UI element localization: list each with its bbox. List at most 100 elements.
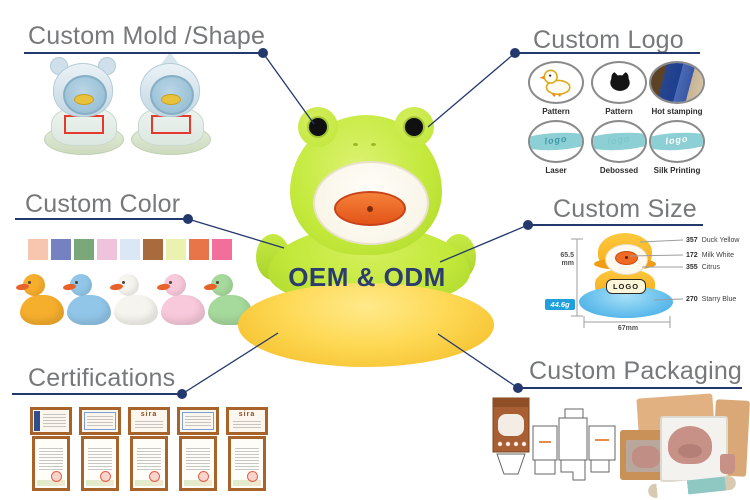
duck-body [114, 295, 158, 325]
cert-footer-band [37, 480, 65, 486]
band-logo-text: logo [543, 133, 568, 147]
cert-fine-print [43, 414, 66, 428]
certificate: sira [226, 407, 268, 491]
frog-pupil [405, 118, 423, 136]
certificate [79, 407, 121, 491]
mold-figure-shark-hood [131, 52, 211, 155]
duck-head [117, 274, 139, 296]
duck-body [67, 295, 111, 325]
duck-head [70, 274, 92, 296]
certificate-top [79, 407, 121, 435]
bill-nostril-dot [367, 206, 373, 212]
logo-option-pattern-duck: Pattern [524, 61, 588, 116]
logo-option-label: Debossed [599, 166, 639, 175]
bib-pocket [678, 444, 702, 458]
certificate-top: sira [128, 407, 170, 435]
certificate-top [177, 407, 219, 435]
pink-silicone-product [632, 446, 660, 468]
cat-pattern-icon [591, 61, 647, 104]
logo-placement-rect [151, 115, 191, 134]
blue-duck-figure [62, 268, 111, 328]
color-section-title: Custom Color [25, 190, 181, 218]
cert-fine-print [39, 448, 63, 472]
cert-footer-band [135, 480, 163, 486]
debossed-logo-icon: logo [591, 120, 647, 163]
height-unit: mm [561, 259, 574, 267]
pantone-code: 172 [686, 252, 698, 259]
duck-eye [169, 281, 172, 284]
certificate [177, 407, 219, 491]
certificate [30, 407, 72, 491]
certificate: sira [128, 407, 170, 491]
hot-stamping-swatch-icon [649, 61, 705, 104]
cert-footer-band [86, 480, 114, 486]
packaging-photo [620, 392, 750, 499]
color-name: Duck Yellow [701, 237, 740, 244]
cert-blue-border [182, 412, 214, 430]
certificate-bottom [81, 436, 119, 491]
laser-logo-icon: logo [528, 120, 584, 163]
cert-footer-band [233, 480, 261, 486]
silk-printing-logo-icon: logo [649, 120, 705, 163]
size-section-title: Custom Size [553, 195, 697, 223]
cert-fine-print [88, 448, 112, 472]
color-swatch [74, 239, 94, 260]
cat-glyph [610, 72, 630, 91]
color-swatch [143, 239, 163, 260]
logo-option-silk-printing: logo Silk Printing [645, 120, 709, 175]
mold-figure-bear-hood [44, 57, 124, 155]
size-duck-bill [615, 251, 638, 265]
color-swatch [51, 239, 71, 260]
silicone-cup [720, 454, 735, 474]
logo-option-pattern-cat: Pattern [587, 61, 651, 116]
center-frog-duck-product: OEM & ODM [238, 106, 494, 368]
logo-band: logo [593, 131, 645, 152]
red-stamp-icon [149, 471, 160, 482]
width-dimension-label: 67mm [617, 325, 639, 332]
cert-fine-print [137, 448, 161, 472]
yellow-duck-figure [15, 268, 64, 328]
duck-head [23, 274, 45, 296]
bill-dot [625, 256, 628, 259]
color-swatch [97, 239, 117, 260]
hot-stamping-sample [651, 63, 703, 102]
duck-eye [75, 281, 78, 284]
certificate-top: sira [226, 407, 268, 435]
cert-footer-band [184, 480, 212, 486]
logo-option-label: Laser [545, 166, 567, 175]
color-name: Starry Blue [701, 296, 737, 303]
logo-band: logo [651, 131, 703, 152]
color-swatch [166, 239, 186, 260]
colored-duck-row [15, 268, 252, 328]
cert-fine-print [185, 416, 211, 428]
white-duck-figure [109, 268, 158, 328]
logo-option-laser: logo Laser [524, 120, 588, 175]
certificate-bottom [179, 436, 217, 491]
band-logo-text: logo [664, 133, 689, 147]
color-swatch [189, 239, 209, 260]
duck-head [164, 274, 186, 296]
duck-eye [216, 281, 219, 284]
logo-option-hot-stamping: Hot stamping [645, 61, 709, 116]
cert-fine-print [186, 448, 210, 472]
figure-bill [74, 94, 94, 105]
duck-head [211, 274, 233, 296]
pantone-code: 357 [686, 237, 698, 244]
red-stamp-icon [100, 471, 111, 482]
duck-bill [334, 191, 406, 226]
duck-body [20, 295, 64, 325]
logo-option-debossed: logo Debossed [587, 120, 651, 175]
cert-blue-border [84, 412, 116, 430]
oem-odm-label: OEM & ODM [288, 262, 446, 292]
red-stamp-icon [51, 471, 62, 482]
height-value: 65.5 [560, 252, 574, 259]
box-dieline-drawing [492, 397, 616, 481]
color-name: Milk White [701, 252, 734, 259]
height-dimension-label: 65.5 mm [550, 252, 574, 267]
certificate-bottom [130, 436, 168, 491]
logo-option-label: Hot stamping [651, 107, 703, 116]
